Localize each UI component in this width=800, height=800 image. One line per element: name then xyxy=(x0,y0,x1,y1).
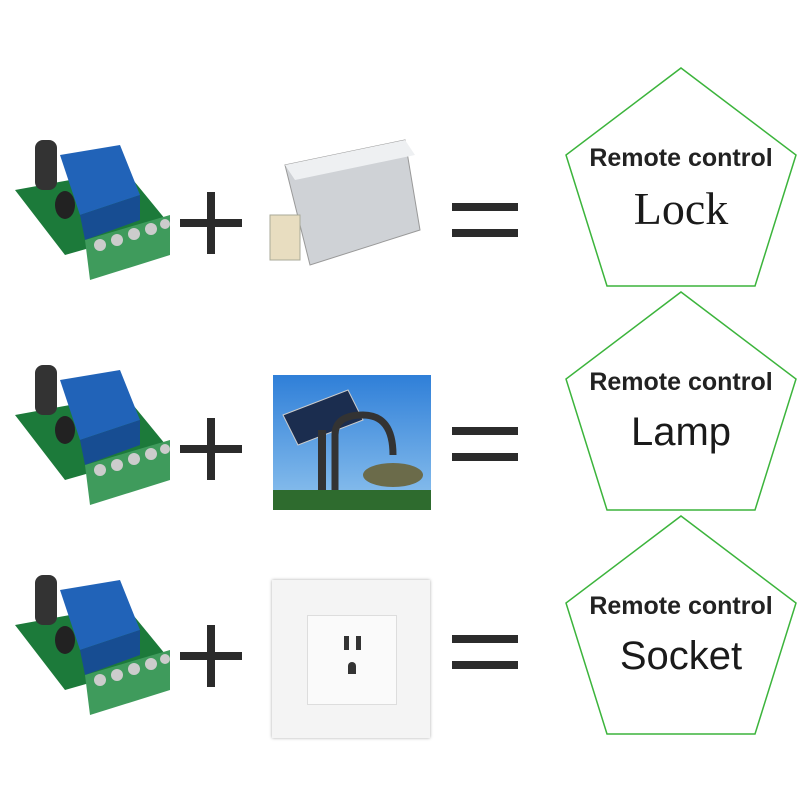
label-line2: Socket xyxy=(619,634,743,678)
wall-socket-image xyxy=(272,580,430,738)
label-line1: Remote control xyxy=(589,144,773,172)
pentagon-label-lamp: Remote control Lamp xyxy=(563,290,799,512)
label-line1: Remote control xyxy=(589,592,773,620)
label-line2: Lamp xyxy=(630,410,732,454)
label-line1: Remote control xyxy=(589,368,773,396)
pentagon-label-lock: Remote control Lock xyxy=(563,66,799,288)
label-line2: Lock xyxy=(633,183,729,234)
equals-icon xyxy=(452,427,518,461)
plus-icon xyxy=(180,625,242,687)
relay-module-image-1 xyxy=(5,130,180,295)
electric-lock-image xyxy=(265,135,430,285)
equals-icon xyxy=(452,635,518,669)
plus-icon xyxy=(180,418,242,480)
solar-lamp-image xyxy=(273,375,431,510)
plus-icon xyxy=(180,192,242,254)
equals-icon xyxy=(452,203,518,237)
relay-module-image-2 xyxy=(5,355,180,520)
relay-module-image-3 xyxy=(5,565,180,730)
pentagon-label-socket: Remote control Socket xyxy=(563,514,799,736)
